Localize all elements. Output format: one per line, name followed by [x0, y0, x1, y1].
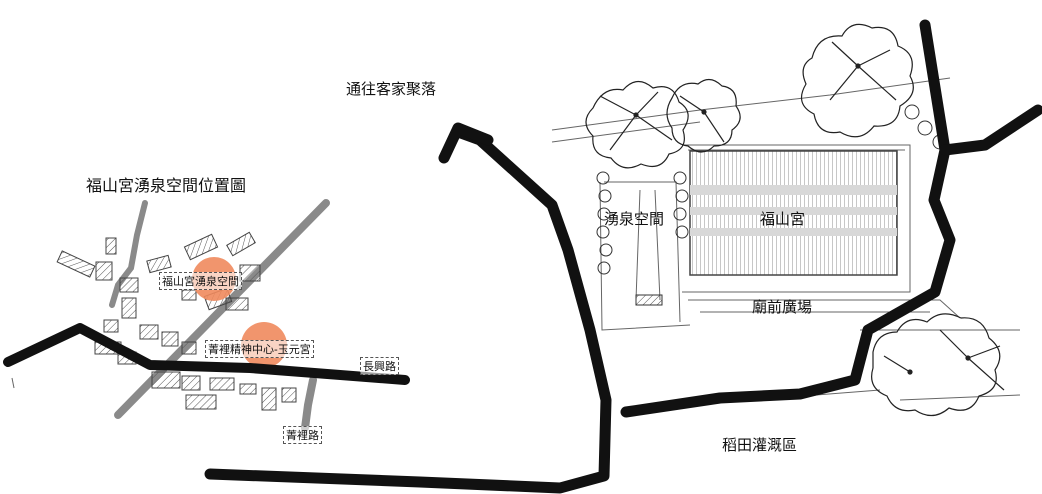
site-plan: [551, 23, 1021, 417]
inset-map: [3, 199, 410, 432]
spring-space-site-label: 湧泉空間: [604, 210, 665, 228]
path-to-hakka-village: [204, 126, 612, 494]
path-east-branch: [939, 104, 1042, 156]
road-changxing-label: 長興路: [360, 357, 399, 375]
road-changxing: [3, 323, 410, 385]
jingli-center-label: 菁裡精神中心-玉元宮: [205, 340, 314, 358]
to-hakka-village-label: 通往客家聚落: [346, 80, 437, 98]
path-east: [620, 19, 956, 418]
arrow-head: [438, 122, 494, 164]
tree-1: [585, 80, 689, 169]
tree-3: [800, 23, 914, 138]
gray-road-jingli: [301, 376, 317, 432]
spring-space-label: 福山宮湧泉空間: [159, 272, 242, 290]
road-jingli-label: 菁裡路: [283, 426, 322, 444]
gray-road-north: [109, 200, 148, 308]
inset-buildings: [56, 231, 297, 411]
plaza-label: 廟前廣場: [752, 298, 813, 316]
shrubs: [596, 104, 948, 275]
main-paths: [204, 19, 1042, 494]
temple-label: 福山宮: [760, 210, 806, 228]
inset-map-title: 福山宮湧泉空間位置圖: [86, 176, 247, 195]
rice-field-label: 稻田灌溉區: [722, 436, 798, 454]
tree-4: [871, 313, 1005, 417]
tree-2: [666, 78, 741, 153]
